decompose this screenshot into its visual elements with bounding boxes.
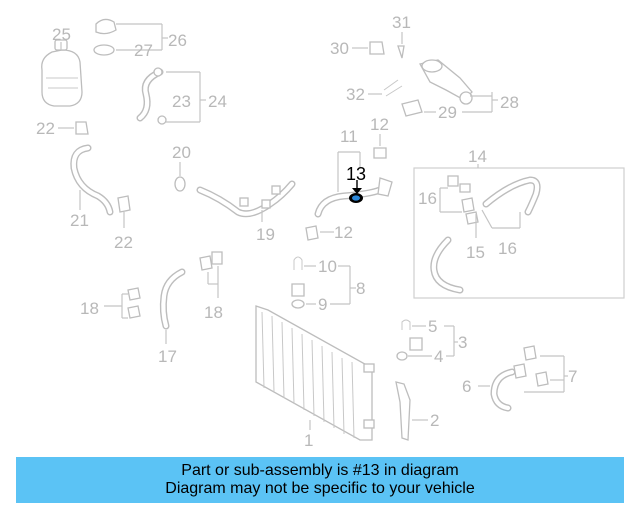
label-4: 4	[434, 347, 443, 366]
part-20-seal[interactable]	[174, 176, 186, 192]
part-12-clamp-bottom[interactable]	[305, 225, 319, 241]
part-25-reservoir[interactable]	[41, 39, 83, 107]
label-20: 20	[172, 143, 191, 162]
part-22-clamp-bottom[interactable]	[117, 195, 131, 213]
part-22-clamp-top[interactable]	[75, 121, 89, 135]
label-12-top: 12	[370, 115, 389, 134]
label-12-bottom: 12	[334, 223, 353, 242]
part-17-hose[interactable]	[159, 268, 186, 330]
info-banner: Part or sub-assembly is #13 in diagram D…	[16, 457, 624, 503]
label-8: 8	[356, 279, 365, 298]
part-30-sensor[interactable]	[369, 41, 385, 55]
label-25: 25	[52, 25, 71, 44]
label-1: 1	[304, 431, 313, 450]
part-5-clip[interactable]	[401, 319, 411, 330]
part-11-hose[interactable]	[314, 177, 393, 218]
part-18-clamps-right[interactable]	[199, 251, 223, 271]
label-9: 9	[318, 295, 327, 314]
label-18-right: 18	[204, 303, 223, 322]
part-26-cap[interactable]	[93, 18, 117, 56]
banner-line-1: Part or sub-assembly is #13 in diagram	[181, 462, 459, 479]
label-17: 17	[158, 347, 177, 366]
label-2: 2	[430, 411, 439, 430]
part-6-hose[interactable]	[490, 345, 549, 412]
part-4-fitting[interactable]	[409, 337, 423, 351]
label-26: 26	[168, 31, 187, 50]
label-23: 23	[172, 92, 191, 111]
label-13: 13	[346, 164, 366, 184]
label-6: 6	[462, 377, 471, 396]
part-28-housing[interactable]	[401, 59, 473, 117]
part-10-clip[interactable]	[293, 256, 303, 270]
label-5: 5	[428, 317, 437, 336]
label-7: 7	[568, 367, 577, 386]
label-22-bottom: 22	[114, 233, 133, 252]
part-14-assembly-box	[413, 167, 625, 299]
label-11: 11	[340, 127, 358, 146]
label-14: 14	[468, 147, 487, 166]
label-32: 32	[346, 85, 365, 104]
part-21-hose[interactable]	[70, 144, 114, 216]
part-32[interactable]	[383, 79, 403, 97]
part-1-radiator[interactable]	[255, 305, 375, 441]
label-24: 24	[208, 92, 227, 111]
part-2-bracket[interactable]	[395, 381, 411, 441]
label-15: 15	[466, 243, 485, 262]
part-31[interactable]	[397, 45, 405, 59]
part-12-clamp-top[interactable]	[373, 147, 387, 159]
part-13-highlighted[interactable]	[349, 180, 363, 203]
label-10: 10	[318, 257, 337, 276]
label-18-left: 18	[80, 299, 99, 318]
part-19-pipe[interactable]	[196, 180, 296, 218]
label-29: 29	[438, 103, 457, 122]
part-24-hose[interactable]	[136, 67, 167, 125]
part-9-fitting[interactable]	[291, 283, 305, 297]
label-31: 31	[392, 13, 411, 32]
label-30: 30	[330, 39, 349, 58]
part-18-clamps-left[interactable]	[127, 287, 141, 319]
label-27: 27	[134, 41, 153, 60]
label-22-top: 22	[36, 119, 55, 138]
label-3: 3	[458, 333, 467, 352]
label-28: 28	[500, 93, 519, 112]
banner-line-2: Diagram may not be specific to your vehi…	[165, 480, 475, 497]
label-16-left: 16	[418, 189, 437, 208]
label-16-right: 16	[498, 239, 517, 258]
label-19: 19	[256, 225, 275, 244]
part-14-hose-assembly[interactable]	[430, 175, 541, 294]
label-21: 21	[70, 211, 89, 230]
